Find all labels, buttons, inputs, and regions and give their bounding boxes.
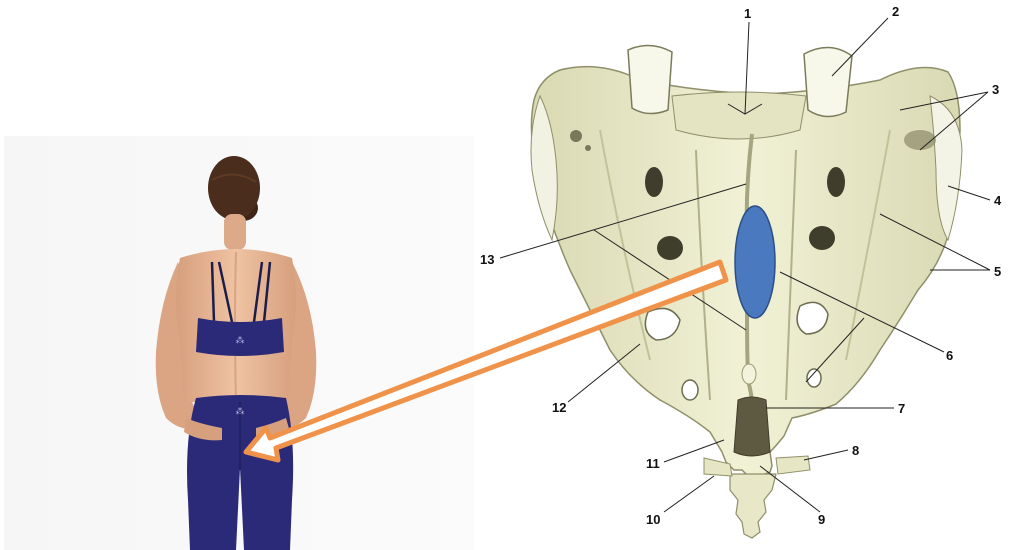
neck (224, 214, 246, 250)
bone-pit (570, 130, 582, 142)
foramen-l2 (657, 236, 683, 260)
bone-pit (585, 145, 591, 151)
leader-10 (664, 476, 714, 512)
leader-8 (804, 450, 848, 460)
articular-process-left (628, 45, 672, 113)
foramen-r1 (827, 167, 845, 197)
sacral-hiatus (734, 397, 770, 456)
callout-3: 3 (992, 82, 999, 97)
crest-tubercle (742, 364, 756, 384)
callout-13: 13 (480, 252, 494, 267)
leggings-logo: ⁂ (236, 406, 245, 417)
callout-11: 11 (646, 456, 660, 471)
location-marker (735, 206, 775, 318)
coccygeal-cornu (776, 456, 810, 474)
callout-10: 10 (646, 512, 660, 527)
callout-8: 8 (852, 443, 859, 458)
back-view-photo: ⁂ ⁂ (4, 136, 474, 550)
callout-5: 5 (994, 264, 1001, 279)
callout-6: 6 (946, 348, 953, 363)
sacral-canal (672, 92, 806, 139)
callout-7: 7 (898, 401, 905, 416)
head (208, 156, 260, 220)
foramen-l1 (645, 167, 663, 197)
foramen-r2 (809, 226, 835, 250)
articular-process-right (804, 47, 852, 116)
callout-12: 12 (552, 400, 566, 415)
coccyx (730, 474, 776, 538)
callout-2: 2 (892, 4, 899, 19)
leader-2 (832, 18, 888, 76)
foramen-l4 (682, 380, 698, 400)
callout-1: 1 (744, 6, 751, 21)
leader-11 (664, 440, 724, 462)
bra-logo: ⁂ (236, 335, 245, 346)
callout-4: 4 (994, 193, 1002, 208)
callout-9: 9 (818, 512, 825, 527)
